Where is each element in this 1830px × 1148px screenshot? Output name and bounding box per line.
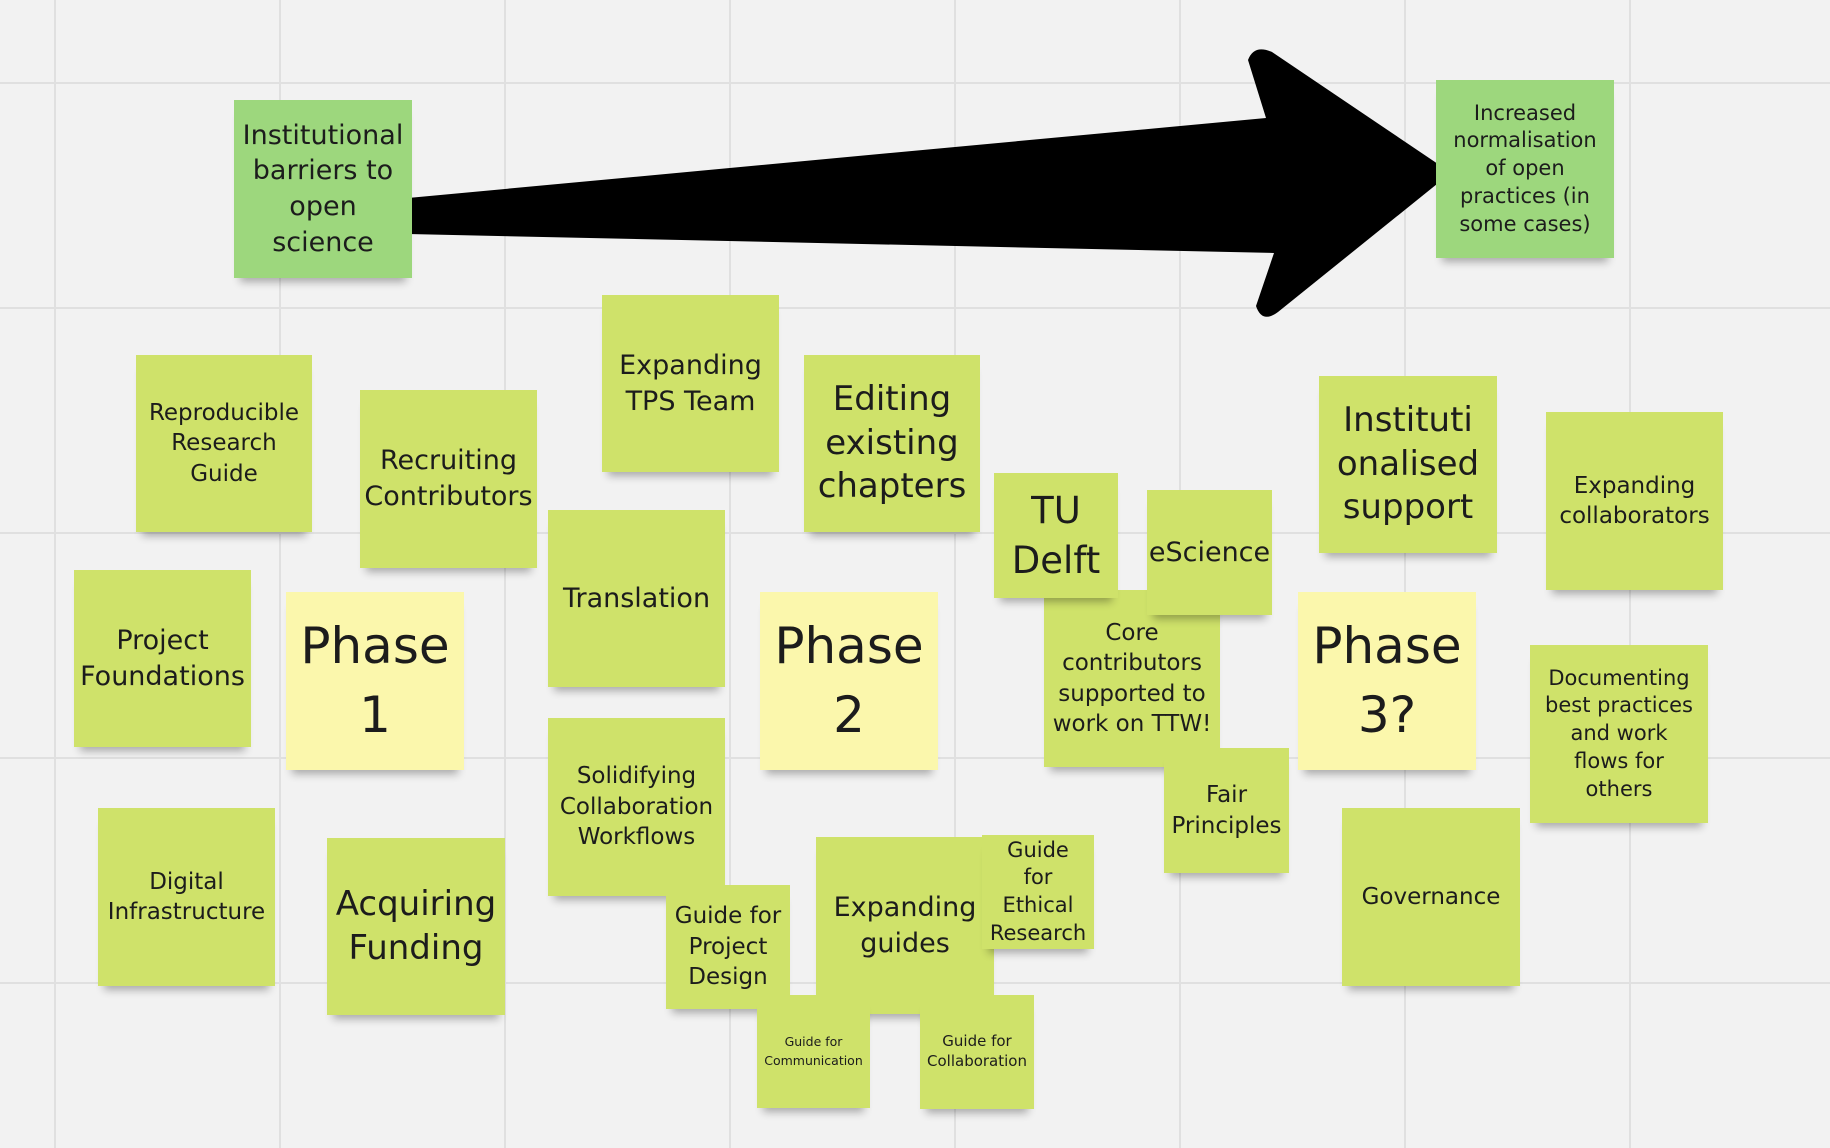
sticky-text: Guide for Collaboration [927,1032,1027,1070]
sticky-text: Recruiting Contributors [364,445,533,512]
sticky-expanding-collaborators[interactable]: Expanding collaborators [1546,412,1723,590]
sticky-text: Phase 1 [300,617,450,744]
sticky-text: Phase 3? [1312,617,1462,744]
sticky-phase-3[interactable]: Phase 3? [1298,592,1476,770]
sticky-text: Core contributors supported to work on T… [1052,619,1212,737]
sticky-governance[interactable]: Governance [1342,808,1520,986]
sticky-guide-for-collaboration[interactable]: Guide for Collaboration [920,995,1034,1109]
sticky-text: Editing existing chapters [817,379,967,507]
sticky-tu-delft[interactable]: TU Delft [994,473,1118,598]
sticky-text: Increased normalisation of open practice… [1453,100,1597,236]
sticky-core-contributors[interactable]: Core contributors supported to work on T… [1044,590,1220,767]
sticky-fair-principles[interactable]: Fair Principles [1164,748,1289,873]
sticky-guide-for-project-design[interactable]: Guide for Project Design [666,885,790,1009]
sticky-text: Guide for Project Design [674,903,782,991]
sticky-recruiting-contributors[interactable]: Recruiting Contributors [360,390,537,568]
sticky-text: Guide for Ethical Research [989,837,1087,945]
sticky-text: Institutional barriers to open science [242,119,404,258]
sticky-digital-infrastructure[interactable]: Digital Infrastructure [98,808,275,986]
sticky-text: Expanding collaborators [1559,472,1710,529]
sticky-institutionalised-support[interactable]: Instituti onalised support [1319,376,1497,553]
sticky-documenting-best-practices[interactable]: Documenting best practices and work flow… [1530,645,1708,823]
sticky-expanding-tps-team[interactable]: Expanding TPS Team [602,295,779,472]
sticky-text: Fair Principles [1171,782,1282,839]
sticky-text: Documenting best practices and work flow… [1545,665,1693,801]
sticky-escience[interactable]: eScience [1147,490,1272,615]
arrow-shape [408,49,1444,317]
sticky-text: Governance [1361,883,1501,910]
sticky-project-foundations[interactable]: Project Foundations [74,570,251,747]
sticky-text: Reproducible Research Guide [148,399,300,487]
sticky-text: eScience [1148,536,1271,568]
sticky-text: Expanding TPS Team [619,349,762,417]
sticky-text: Acquiring Funding [335,883,497,968]
sticky-text: Guide for Communication [764,1034,863,1068]
sticky-solidifying-collaboration-workflows[interactable]: Solidifying Collaboration Workflows [548,718,725,896]
sticky-increased-normalisation[interactable]: Increased normalisation of open practice… [1436,80,1614,258]
sticky-reproducible-research-guide[interactable]: Reproducible Research Guide [136,355,312,532]
sticky-text: Solidifying Collaboration Workflows [559,763,714,851]
sticky-guide-for-communication[interactable]: Guide for Communication [757,995,870,1108]
sticky-text: TU Delft [1011,488,1101,582]
sticky-phase-2[interactable]: Phase 2 [760,592,938,770]
sticky-acquiring-funding[interactable]: Acquiring Funding [327,838,505,1015]
sticky-institutional-barriers[interactable]: Institutional barriers to open science [234,100,412,278]
sticky-text: Expanding guides [833,891,977,959]
sticky-expanding-guides[interactable]: Expanding guides [816,837,994,1014]
sticky-text: Translation [562,582,711,614]
sticky-text: Instituti onalised support [1336,400,1480,528]
sticky-translation[interactable]: Translation [548,510,725,687]
sticky-editing-existing-chapters[interactable]: Editing existing chapters [804,355,980,532]
sticky-phase-1[interactable]: Phase 1 [286,592,464,770]
sticky-text: Project Foundations [80,624,245,692]
sticky-guide-for-ethical-research[interactable]: Guide for Ethical Research [982,835,1094,949]
sticky-text: Digital Infrastructure [107,868,266,925]
sticky-text: Phase 2 [774,617,924,744]
